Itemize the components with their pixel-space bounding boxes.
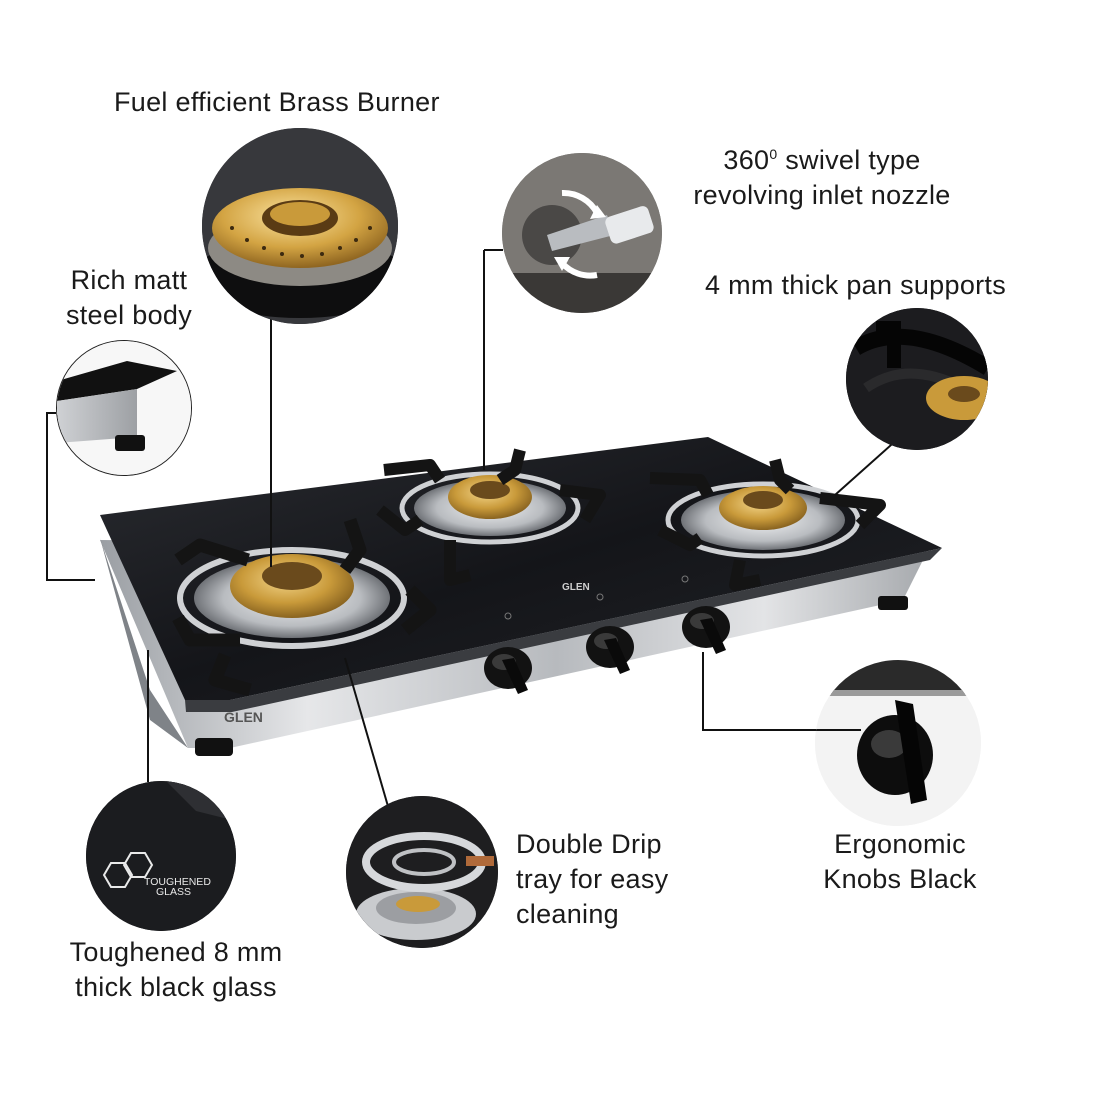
swivel-nozzle-label: 3600 swivel type revolving inlet nozzle [693,145,951,210]
brass-burner-icon [202,128,398,324]
burner-middle [376,448,606,586]
pan-support-zoom [846,308,988,450]
steel-body-label: Rich matt steel body [65,265,193,330]
control-mark [504,612,512,620]
knob-left [484,647,532,694]
knob-right [682,606,730,654]
knob-icon [815,660,981,826]
burner-right [649,458,886,591]
burner-left [172,517,437,697]
glass-brand: GLEN [562,582,590,593]
brass-burner-zoom [202,128,398,324]
badge-text: TOUGHENED [144,876,211,888]
brass-burner-label: Fuel efficient Brass Burner [114,87,440,117]
badge-text: GLASS [156,886,191,898]
drip-tray-zoom [346,796,498,948]
nozzle-icon [502,153,662,313]
drip-tray-icon [346,796,498,948]
knob-zoom [815,660,981,826]
control-mark [681,575,689,583]
toughened-glass-icon: TOUGHENED GLASS [86,781,236,931]
pan-support-icon [846,308,988,450]
drip-tray-label: Double Drip tray for easy cleaning [516,829,669,929]
steel-body-icon [57,341,191,475]
pan-supports-label: 4 mm thick pan supports [705,270,1007,300]
glass-edge [185,548,942,712]
knob-middle [586,626,634,674]
control-mark [596,593,604,601]
toughened-glass-zoom: TOUGHENED GLASS [86,781,236,931]
swivel-nozzle-zoom [502,153,662,313]
stove-foot [878,596,908,610]
knobs-label: Ergonomic Knobs Black [823,829,977,894]
hexagon-icon [102,852,154,888]
steel-body-zoom [56,340,192,476]
toughened-glass-label: Toughened 8 mm thick black glass [69,937,283,1002]
stove-foot [195,738,233,756]
body-brand: GLEN [224,709,263,725]
